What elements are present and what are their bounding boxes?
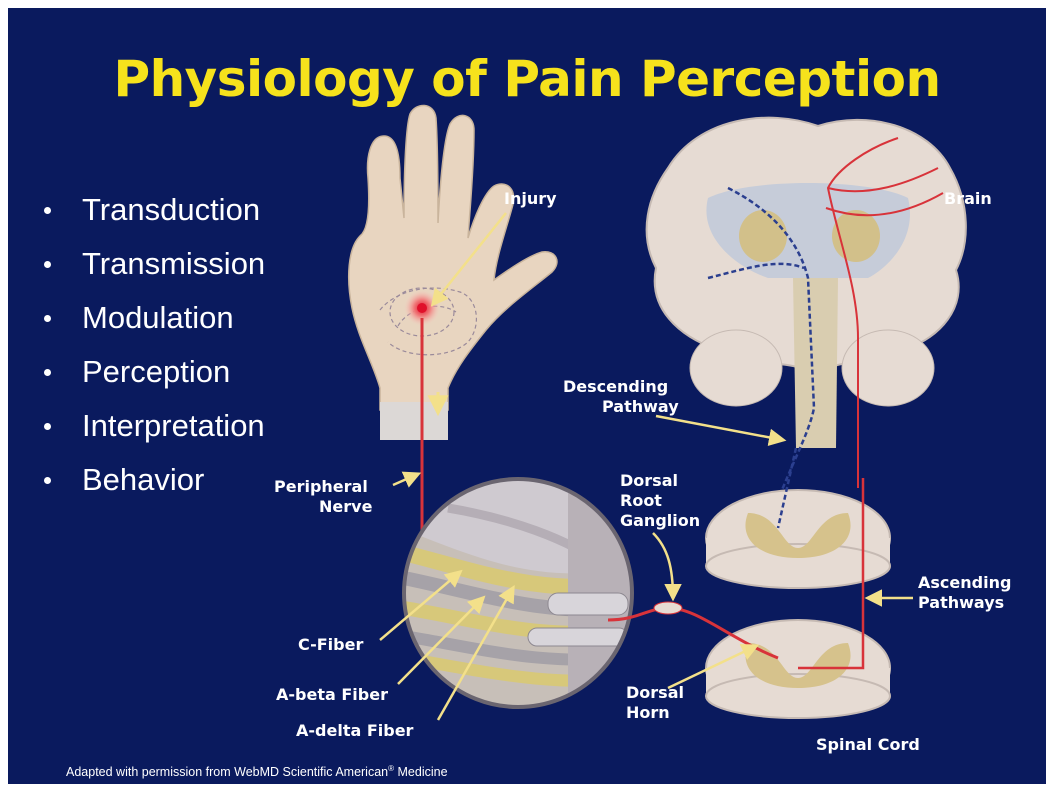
brain-nucleus (739, 210, 787, 262)
slide: Physiology of Pain Perception Transducti… (8, 8, 1046, 784)
credit-line: Adapted with permission from WebMD Scien… (66, 764, 448, 779)
label-spinal-cord: Spinal Cord (816, 735, 920, 754)
label-ascending-pathways-1: Ascending (918, 573, 1011, 592)
label-peripheral-nerve-2: Nerve (319, 497, 373, 516)
label-a-beta-fiber: A-beta Fiber (276, 685, 388, 704)
label-dorsal-horn-1: Dorsal (626, 683, 684, 702)
brainstem (793, 278, 838, 448)
label-drg-1: Dorsal (620, 471, 678, 490)
label-ascending-pathways-2: Pathways (918, 593, 1004, 612)
label-injury: Injury (504, 189, 557, 208)
label-drg-3: Ganglion (620, 511, 700, 530)
label-descending-pathway-1: Descending (563, 377, 668, 396)
label-a-delta-fiber: A-delta Fiber (296, 721, 414, 740)
label-descending-pathway-2: Pathway (602, 397, 679, 416)
brain-illustration (647, 118, 966, 528)
hand-shape (349, 105, 557, 410)
credit-text: Adapted with permission from WebMD Scien… (66, 765, 388, 779)
label-brain: Brain (944, 189, 992, 208)
label-c-fiber: C-Fiber (298, 635, 363, 654)
dorsal-root-ganglion (654, 602, 682, 614)
cerebellum (842, 330, 934, 406)
label-drg-2: Root (620, 491, 662, 510)
credit-suffix: Medicine (394, 765, 448, 779)
injury-core (417, 303, 427, 313)
cerebellum (690, 330, 782, 406)
label-peripheral-nerve-1: Peripheral (274, 477, 368, 496)
pain-pathway-illustration: Injury Brain Descending Pathway Peripher… (8, 8, 1046, 784)
label-dorsal-horn-2: Horn (626, 703, 670, 722)
hand-illustration (349, 105, 557, 440)
